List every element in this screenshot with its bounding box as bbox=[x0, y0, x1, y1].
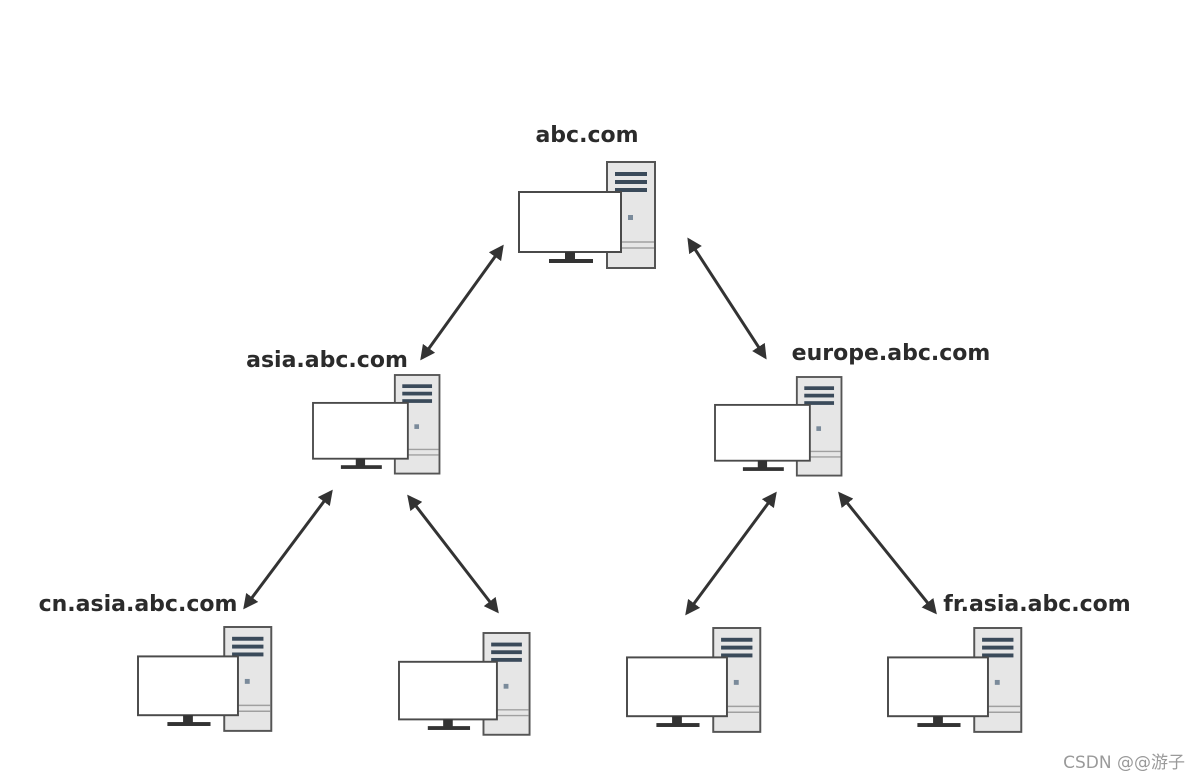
csdn-watermark: CSDN @@游子 bbox=[1063, 753, 1185, 773]
edges bbox=[243, 237, 937, 616]
edge-europe-child1 bbox=[685, 491, 777, 616]
edge-root-europe bbox=[687, 237, 767, 360]
node-label-root: abc.com bbox=[535, 123, 638, 148]
edge-europe-fr bbox=[838, 491, 937, 615]
node-cn: cn.asia.abc.com bbox=[39, 592, 273, 732]
node-europe-child1 bbox=[626, 627, 762, 733]
node-asia-child2 bbox=[398, 632, 531, 736]
node-asia: asia.abc.com bbox=[246, 348, 441, 475]
node-europe: europe.abc.com bbox=[714, 341, 991, 477]
edge-root-asia bbox=[420, 244, 504, 361]
node-label-cn: cn.asia.abc.com bbox=[39, 592, 238, 617]
node-root: abc.com bbox=[518, 123, 656, 269]
node-label-fr: fr.asia.abc.com bbox=[943, 592, 1130, 617]
edge-asia-cn bbox=[243, 489, 333, 610]
node-label-europe: europe.abc.com bbox=[792, 341, 991, 366]
node-fr: fr.asia.abc.com bbox=[887, 592, 1131, 733]
node-label-asia: asia.abc.com bbox=[246, 348, 408, 373]
edge-asia-child2 bbox=[407, 494, 499, 614]
